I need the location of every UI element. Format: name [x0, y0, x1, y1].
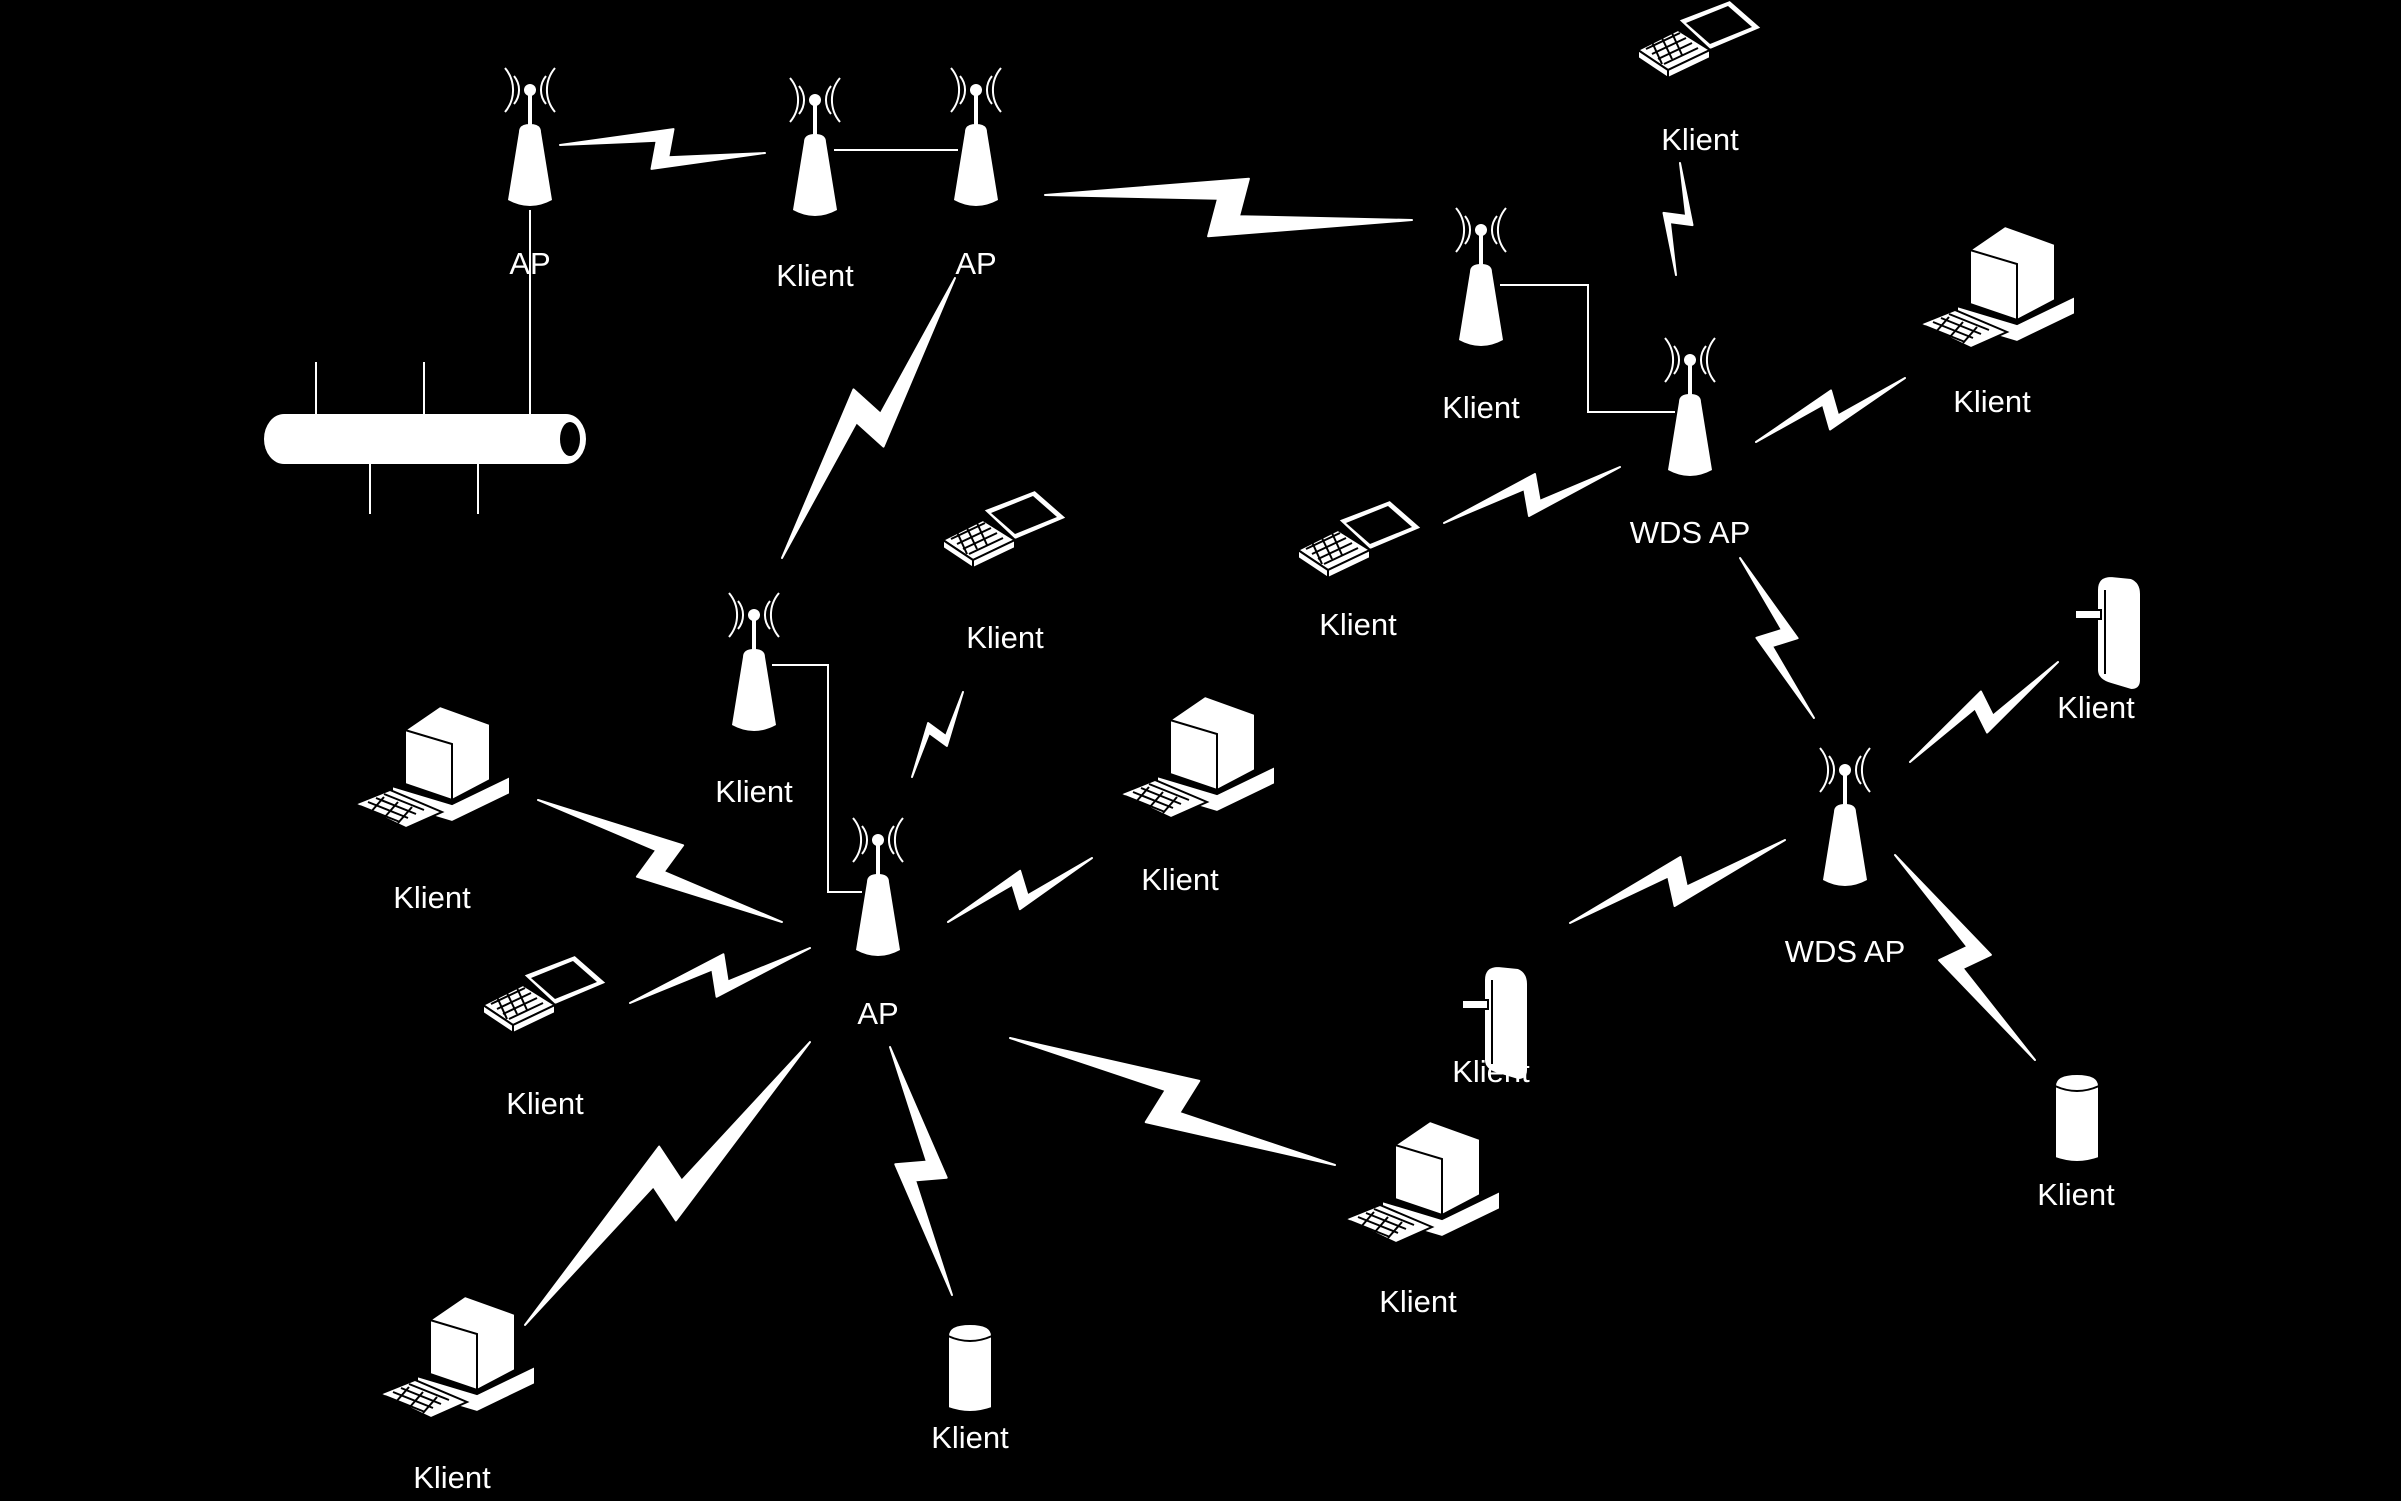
ethernet-bus-icon	[264, 362, 586, 514]
wireless-link-icon-ap1-bridge	[559, 128, 766, 170]
desktop-pc-icon-s	[1344, 1120, 1501, 1244]
wireless-link-icon-toplaptop-wdsap1	[1662, 162, 1694, 276]
wireless-link-icon-pda1-wdsap2	[1909, 661, 2059, 763]
laptop-icon-w	[482, 954, 608, 1034]
wireless-link-icon-laptopc-apmain	[911, 691, 964, 778]
label-ap2: AP	[955, 246, 996, 281]
label-klient-pc-s: Klient	[1379, 1284, 1457, 1319]
label-klient-pc-e: Klient	[1141, 862, 1219, 897]
wire-klient-ne-wdsap1	[1500, 284, 1675, 413]
wired-links	[529, 149, 1675, 893]
label-klient-top-laptop: Klient	[1661, 122, 1739, 157]
wireless-link-icon-cyl2-apmain	[889, 1046, 953, 1296]
desktop-pc-icon-sw	[379, 1295, 536, 1419]
desktop-pc-icon-ne	[1919, 225, 2076, 349]
wireless-link-icon-pcw-apmain	[537, 799, 783, 923]
wireless-link-icon-pcne-wdsap1	[1755, 377, 1906, 443]
label-klient-pda2: Klient	[1452, 1054, 1530, 1089]
label-klient-pc-w: Klient	[393, 880, 471, 915]
wireless-links	[524, 128, 2059, 1326]
label-ap1: AP	[509, 246, 550, 281]
label-klient-bridge: Klient	[776, 258, 854, 293]
label-klient-pc-sw: Klient	[413, 1460, 491, 1495]
wireless-link-icon-pcsw-apmain	[524, 1041, 811, 1326]
cylinder-device-icon-1	[2054, 1073, 2100, 1163]
wds-ap2-icon	[1818, 746, 1872, 888]
ap-main-icon	[851, 816, 905, 958]
wds-ap1-icon	[1663, 336, 1717, 478]
label-klient-laptop-c: Klient	[966, 620, 1044, 655]
label-ap-main: AP	[857, 996, 898, 1031]
ap1-icon	[503, 66, 557, 208]
wireless-link-icon-wdsap1-wdsap2	[1739, 557, 1815, 719]
klient-ne-icon	[1454, 206, 1508, 348]
wireless-link-icon-pcs-apmain	[1009, 1037, 1336, 1166]
label-klient-laptop-mid: Klient	[1319, 607, 1397, 642]
wireless-link-icon-wdsap2-cyl1	[1894, 854, 2036, 1061]
label-klient-pda1: Klient	[2057, 690, 2135, 725]
wireless-link-icon-laptopmid-wdsap1	[1443, 466, 1621, 524]
label-klient-cyl2: Klient	[931, 1420, 1009, 1455]
label-wds-ap2: WDS AP	[1785, 934, 1906, 969]
label-wds-ap1: WDS AP	[1630, 515, 1751, 550]
label-klient-laptop-w: Klient	[506, 1086, 584, 1121]
wireless-link-icon-ap2-repeater	[781, 277, 956, 559]
cylinder-device-icon-2	[947, 1323, 993, 1413]
wire-repeater-apmain	[772, 664, 862, 893]
ap2-icon	[949, 66, 1003, 208]
wireless-link-icon-pce-apmain	[947, 857, 1093, 923]
laptop-icon-mid	[1297, 499, 1423, 579]
klient-repeater-icon	[727, 591, 781, 733]
desktop-pc-icon-w	[354, 705, 511, 829]
label-klient-pc-ne: Klient	[1953, 384, 2031, 419]
label-klient-ne: Klient	[1442, 390, 1520, 425]
klient-bridge-icon	[788, 76, 842, 218]
wireless-link-icon-ap2-klientne	[1044, 177, 1413, 238]
desktop-pc-icon-e	[1119, 695, 1276, 819]
label-klient-repeater: Klient	[715, 774, 793, 809]
wireless-link-icon-laptopw-apmain	[629, 947, 811, 1004]
label-klient-cyl1: Klient	[2037, 1177, 2115, 1212]
pda-icon-1	[2074, 575, 2142, 691]
laptop-icon-center	[942, 489, 1068, 569]
wireless-link-icon-pda2-wdsap2	[1569, 839, 1786, 924]
laptop-icon-top	[1637, 0, 1763, 79]
